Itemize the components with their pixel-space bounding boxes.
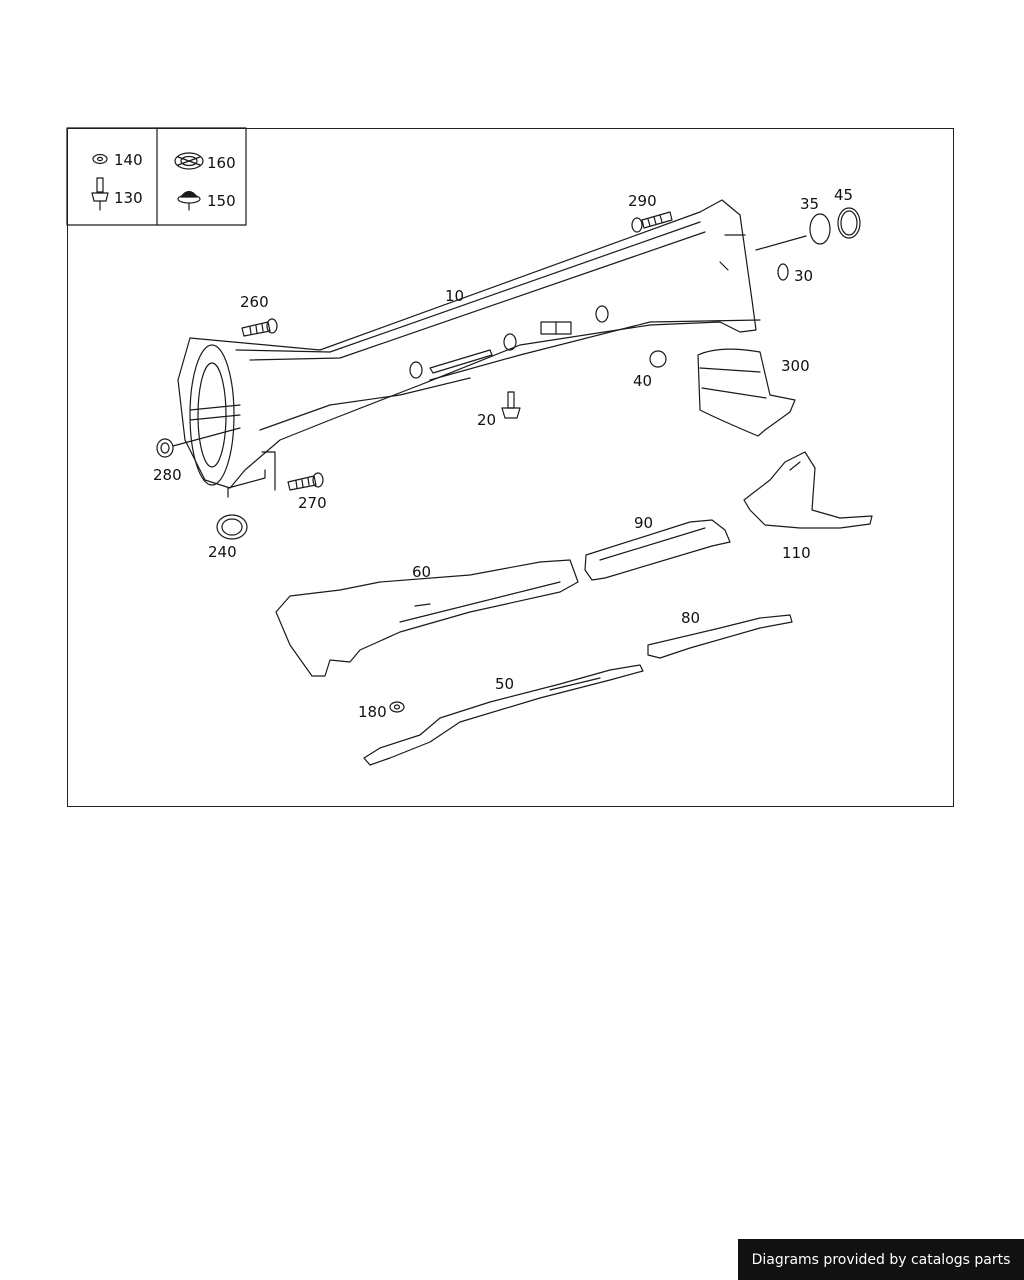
- o-ring-45-icon: [837, 207, 861, 239]
- legend-label-160: 160: [207, 154, 236, 172]
- callout-260: 260: [240, 293, 269, 311]
- heat-shield-60: [275, 559, 579, 677]
- callout-20: 20: [477, 411, 496, 429]
- callout-290: 290: [628, 192, 657, 210]
- bolt-260-icon: [241, 318, 278, 337]
- washer-icon: [92, 153, 108, 165]
- credit-banner: Diagrams provided by catalogs parts: [738, 1239, 1024, 1280]
- callout-30: 30: [794, 267, 813, 285]
- heat-shield-90: [584, 519, 731, 581]
- callout-labels: 10 20 30 35 40 45 50 60 80 90 110 180 24…: [153, 186, 853, 721]
- transmission-tunnel-housing: [177, 199, 761, 489]
- callout-45: 45: [834, 186, 853, 204]
- heat-shield-80: [647, 614, 793, 659]
- o-ring-35-icon: [755, 213, 831, 251]
- callout-35: 35: [800, 195, 819, 213]
- callout-60: 60: [412, 563, 431, 581]
- callout-50: 50: [495, 675, 514, 693]
- legend-label-150: 150: [207, 192, 236, 210]
- legend-label-140: 140: [114, 151, 143, 169]
- heat-shield-50: [363, 664, 644, 766]
- exploded-parts-diagram: 140 130 160 150: [66, 127, 873, 766]
- seal-ring-240-icon: [216, 469, 266, 540]
- plug-40-icon: [649, 350, 667, 368]
- bolt-20-icon: [501, 391, 521, 419]
- callout-90: 90: [634, 514, 653, 532]
- legend-label-130: 130: [114, 189, 143, 207]
- insulation-pad-300-icon: [697, 348, 796, 437]
- push-rivet-icon: [177, 190, 201, 211]
- callout-40: 40: [633, 372, 652, 390]
- callout-10: 10: [445, 287, 464, 305]
- washer-180-icon: [389, 701, 405, 713]
- bolt-290-icon: [631, 211, 673, 233]
- nut-280-icon: [156, 427, 241, 458]
- heat-shield-110: [743, 451, 873, 529]
- callout-240: 240: [208, 543, 237, 561]
- callout-270: 270: [298, 494, 327, 512]
- o-ring-30-icon: [777, 263, 789, 281]
- callout-110: 110: [782, 544, 811, 562]
- fastener-legend: 140 130 160 150: [66, 127, 247, 226]
- callout-300: 300: [781, 357, 810, 375]
- clip-nut-icon: [174, 152, 204, 170]
- callout-280: 280: [153, 466, 182, 484]
- bolt-270-icon: [261, 451, 324, 491]
- callout-80: 80: [681, 609, 700, 627]
- bolt-icon: [91, 177, 109, 211]
- callout-180: 180: [358, 703, 387, 721]
- parts-diagram-frame: [67, 128, 954, 807]
